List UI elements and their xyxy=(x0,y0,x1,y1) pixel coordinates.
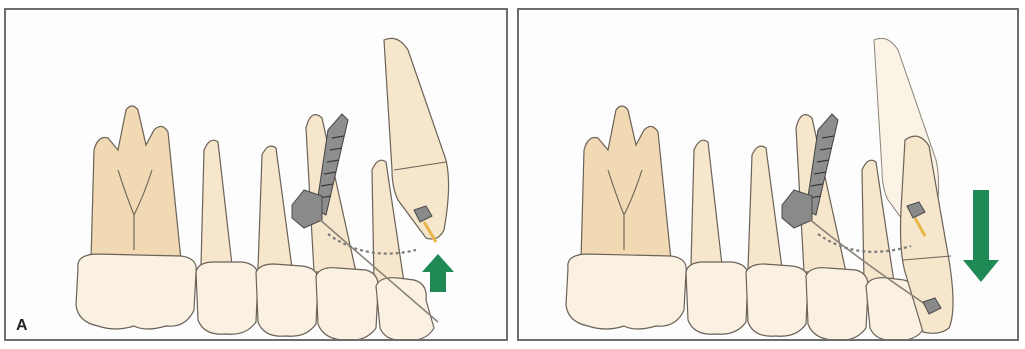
premolar-2-crown xyxy=(256,264,318,336)
molar-root xyxy=(581,106,671,260)
premolar-1-root xyxy=(691,140,722,265)
premolar-2-root xyxy=(258,146,292,268)
molar-crown xyxy=(566,254,686,329)
panel-a: A xyxy=(4,8,508,341)
premolar-1-crown xyxy=(686,262,748,334)
canine-crown xyxy=(806,268,868,339)
premolar-2-root xyxy=(748,146,782,268)
miniscrew-head xyxy=(292,190,322,228)
panel-a-drawing xyxy=(6,10,506,339)
panel-b xyxy=(517,8,1019,341)
canine-crown xyxy=(316,268,378,339)
movement-arrow-up xyxy=(422,254,454,292)
premolar-1-root xyxy=(201,140,232,265)
molar-root xyxy=(91,106,181,260)
panel-b-drawing xyxy=(519,10,1017,339)
lateral-incisor-crown xyxy=(376,278,434,339)
miniscrew-head xyxy=(782,190,812,228)
premolar-1-crown xyxy=(196,262,258,334)
premolar-2-crown xyxy=(746,264,808,336)
movement-arrow-down xyxy=(963,190,999,282)
panel-label-a: A xyxy=(16,317,28,335)
molar-crown xyxy=(76,254,196,329)
